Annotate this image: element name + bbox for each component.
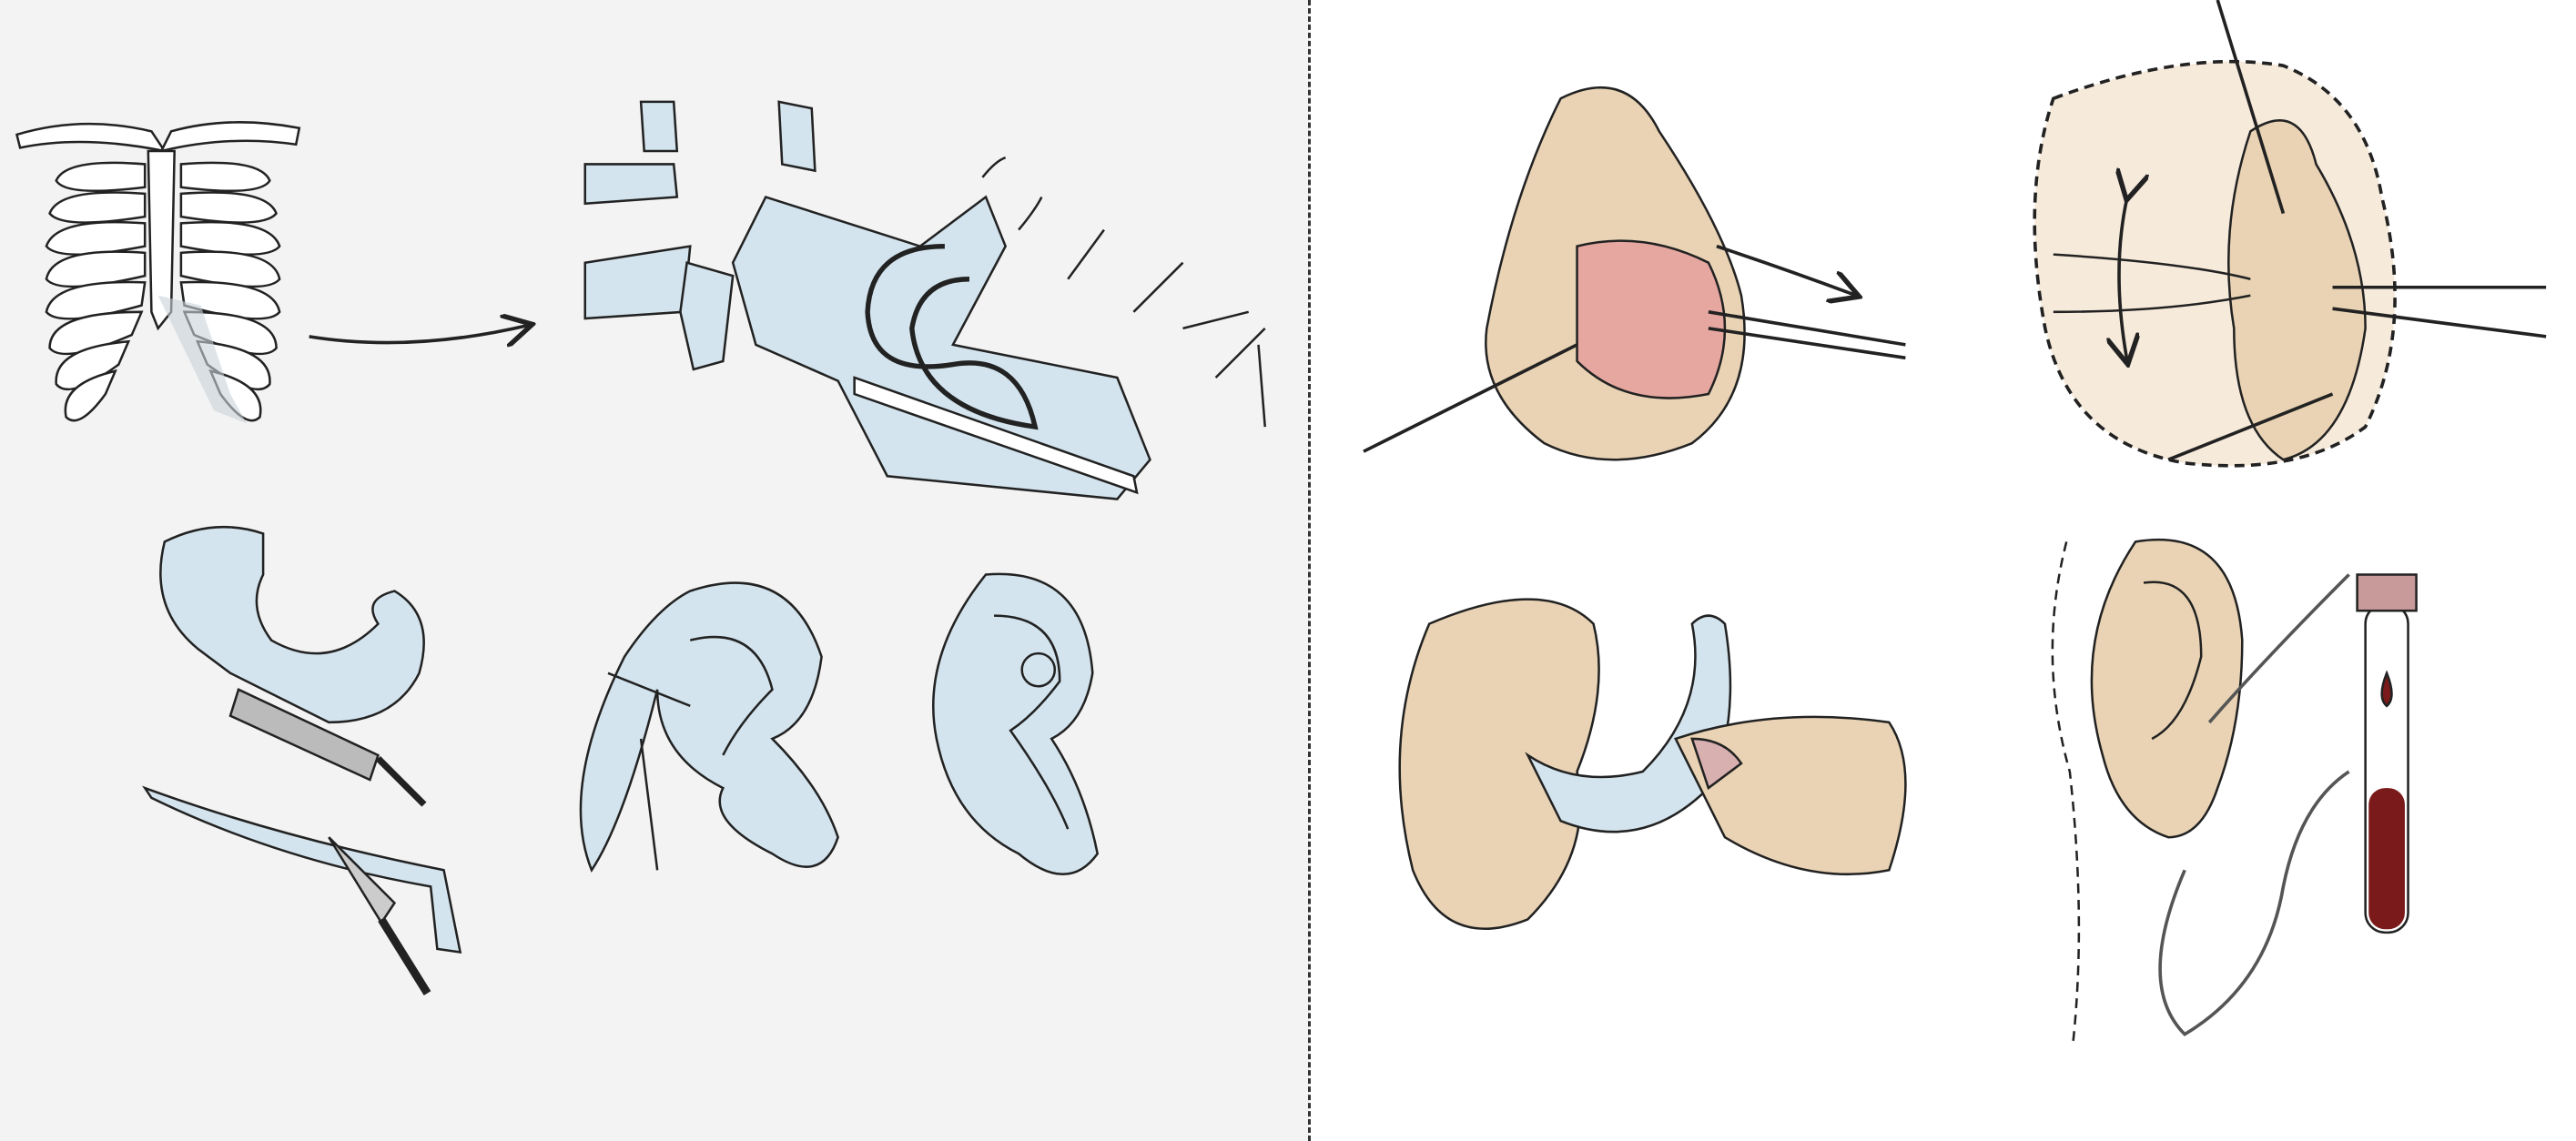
arrow-icon: [309, 325, 530, 342]
reconstructed-ear-with-drain: [2051, 538, 2418, 1043]
costal-cartilage-block: [583, 100, 1266, 500]
rib-cage-illustration: [15, 121, 301, 424]
carved-cartilage-with-knife: [142, 525, 462, 995]
dashed-divider: [1308, 0, 1311, 1141]
surgical-incision-illustration: [1363, 86, 1906, 461]
framework-insertion: [1398, 598, 1907, 930]
ear-framework-right: [932, 572, 1100, 875]
ear-framework-left: [579, 581, 839, 873]
skin-pocket-dissection: [2033, 0, 2547, 468]
